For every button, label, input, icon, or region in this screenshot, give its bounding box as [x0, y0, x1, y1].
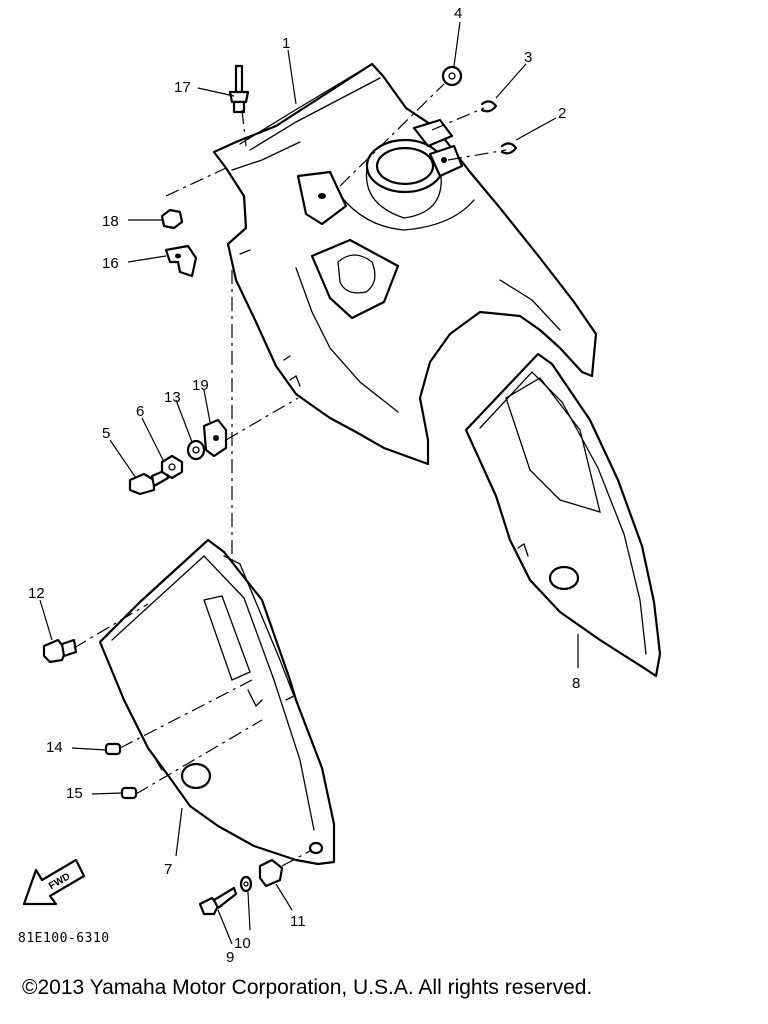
- callout-17: 17: [174, 79, 191, 96]
- callout-3: 3: [524, 49, 532, 66]
- forward-direction-arrow-icon: FWD: [22, 858, 86, 906]
- callout-1: 1: [282, 35, 290, 52]
- part-11-collar: [258, 858, 284, 888]
- callout-10: 10: [234, 935, 251, 952]
- callout-16: 16: [102, 255, 119, 272]
- callout-4: 4: [454, 5, 462, 22]
- callout-15: 15: [66, 785, 83, 802]
- callout-12: 12: [28, 585, 45, 602]
- callout-6: 6: [136, 403, 144, 420]
- callout-leaders: [39, 21, 579, 945]
- callout-13: 13: [164, 389, 181, 406]
- callout-8: 8: [572, 675, 580, 692]
- callout-2: 2: [558, 105, 566, 122]
- part-14-damper: [104, 742, 122, 756]
- callout-18: 18: [102, 213, 119, 230]
- part-5-bolt: [128, 468, 170, 496]
- callout-7: 7: [164, 861, 172, 878]
- drawing-code: 81E100-6310: [18, 931, 110, 946]
- callout-19: 19: [192, 377, 209, 394]
- copyright-notice: ©2013 Yamaha Motor Corporation, U.S.A. A…: [22, 976, 593, 999]
- callout-5: 5: [102, 425, 110, 442]
- part-18-nut: [160, 208, 184, 230]
- part-2-clip: [500, 142, 518, 155]
- callout-numbers: 1 2 3 4 5 6 7 8 9 10 11 12 13 14 15 16 1…: [28, 5, 580, 966]
- part-6-nut: [160, 454, 184, 480]
- part-12-bolt: [42, 638, 78, 664]
- callout-9: 9: [226, 949, 234, 966]
- part-13-washer: [186, 439, 206, 461]
- part-9-bolt: [198, 886, 238, 916]
- part-1-upper-cover: [212, 62, 598, 466]
- part-3-clip: [480, 100, 498, 113]
- part-7-left-side-panel: [98, 538, 336, 866]
- part-10-washer: [239, 875, 253, 893]
- callout-11: 11: [290, 913, 306, 930]
- part-4-grommet: [441, 65, 463, 87]
- part-16-clamp: [164, 244, 198, 278]
- alignment-lines: [73, 83, 507, 867]
- part-17-screw: [228, 64, 250, 114]
- part-19-bracket: [202, 418, 228, 458]
- part-8-right-side-panel: [464, 352, 662, 678]
- part-15-damper: [120, 786, 138, 800]
- callout-14: 14: [46, 739, 63, 756]
